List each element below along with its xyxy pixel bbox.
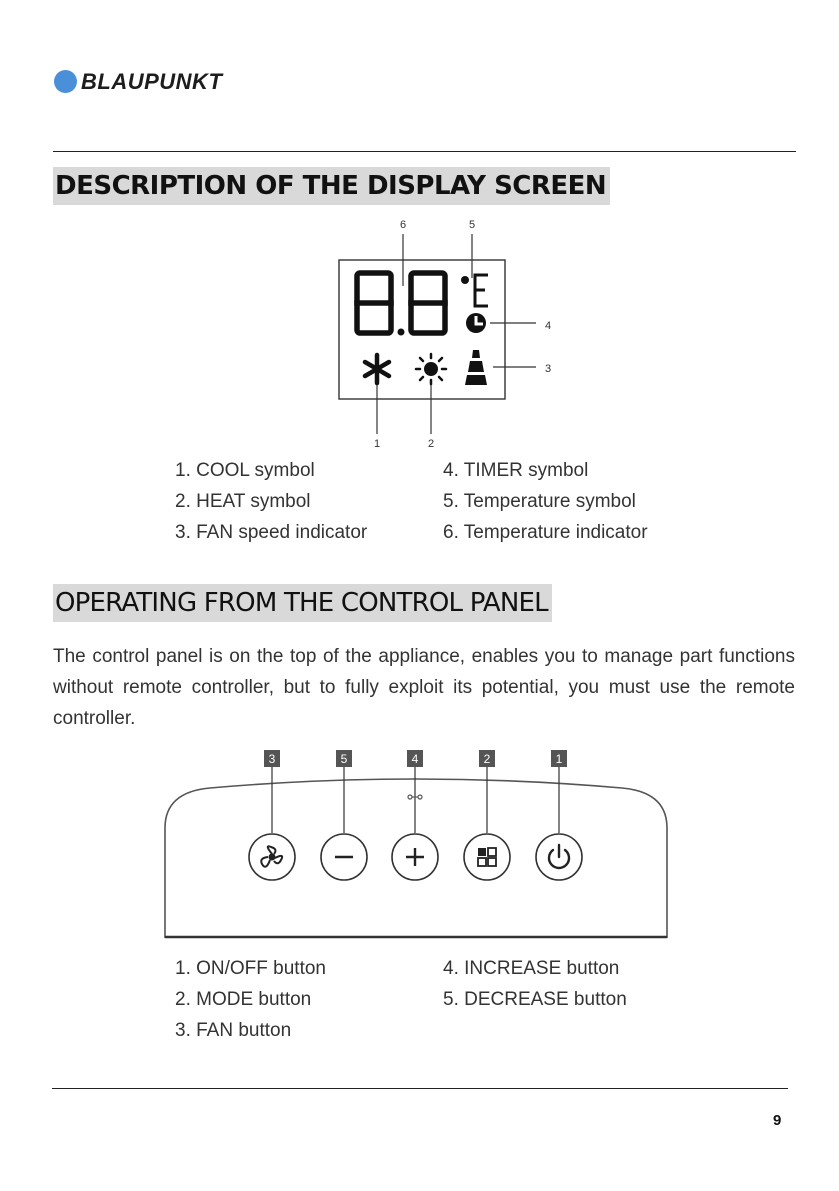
callout-3: 3 xyxy=(545,363,551,375)
lock-indicator-icon xyxy=(407,794,423,800)
control-legend-right: 4. INCREASE button 5. DECREASE button xyxy=(443,953,627,1015)
legend-item: 5. Temperature symbol xyxy=(443,491,636,512)
callout-4: 4 xyxy=(545,320,551,332)
display-legend-right: 4. TIMER symbol 5. Temperature symbol 6.… xyxy=(443,455,648,548)
button-tag-3: 3 xyxy=(269,752,276,766)
legend-item: 4. TIMER symbol xyxy=(443,460,589,481)
legend-item: 2. MODE button xyxy=(175,989,312,1010)
page-number: 9 xyxy=(773,1112,782,1129)
control-panel-diagram: 3 5 4 2 1 xyxy=(164,750,668,939)
legend-item: 1. COOL symbol xyxy=(175,460,315,481)
callout-5: 5 xyxy=(469,219,475,231)
footer-rule xyxy=(52,1088,788,1089)
legend-item: 2. HEAT symbol xyxy=(175,491,311,512)
tag-box xyxy=(479,750,495,767)
display-section-title: DESCRIPTION OF THE DISPLAY SCREEN xyxy=(53,167,611,205)
button-tag-5: 5 xyxy=(341,752,348,766)
heat-icon xyxy=(414,352,448,386)
legend-item: 5. DECREASE button xyxy=(443,989,627,1010)
temperature-symbol-icon xyxy=(473,273,488,308)
control-panel-outline xyxy=(164,778,668,938)
mode-button[interactable] xyxy=(463,833,511,881)
callout-1: 1 xyxy=(374,438,380,450)
tag-box xyxy=(336,750,352,767)
callout-2: 2 xyxy=(428,438,434,450)
tag-box xyxy=(407,750,423,767)
legend-item: 6. Temperature indicator xyxy=(443,522,648,543)
display-screen-diagram: 6 5 4 3 1 2 xyxy=(338,219,551,450)
cool-icon xyxy=(362,352,392,386)
brand-logo: BLAUPUNKT xyxy=(81,69,223,94)
button-tag-4: 4 xyxy=(412,752,419,766)
tag-box xyxy=(551,750,567,767)
legend-item: 4. INCREASE button xyxy=(443,958,620,979)
degree-dot xyxy=(461,276,469,284)
button-tag-1: 1 xyxy=(556,752,563,766)
legend-item: 3. FAN button xyxy=(175,1020,292,1041)
plus-icon xyxy=(406,848,424,866)
tag-box xyxy=(264,750,280,767)
control-section-title: OPERATING FROM THE CONTROL PANEL xyxy=(53,584,552,622)
timer-icon xyxy=(466,313,486,333)
fan-icon xyxy=(260,845,284,868)
display-legend-left: 1. COOL symbol 2. HEAT symbol 3. FAN spe… xyxy=(175,455,367,548)
callout-6: 6 xyxy=(400,219,406,231)
control-legend-left: 1. ON/OFF button 2. MODE button 3. FAN b… xyxy=(175,953,326,1046)
decimal-point xyxy=(397,328,405,336)
button-tag-2: 2 xyxy=(484,752,491,766)
header-rule xyxy=(53,151,796,152)
fan-speed-icon xyxy=(465,350,487,385)
legend-item: 1. ON/OFF button xyxy=(175,958,326,979)
temperature-indicator xyxy=(354,270,448,336)
mode-icon xyxy=(477,847,497,867)
legend-item: 3. FAN speed indicator xyxy=(175,522,368,543)
control-panel-description: The control panel is on the top of the a… xyxy=(53,646,795,729)
brand-logo-dot xyxy=(54,70,77,93)
power-icon xyxy=(547,843,571,870)
